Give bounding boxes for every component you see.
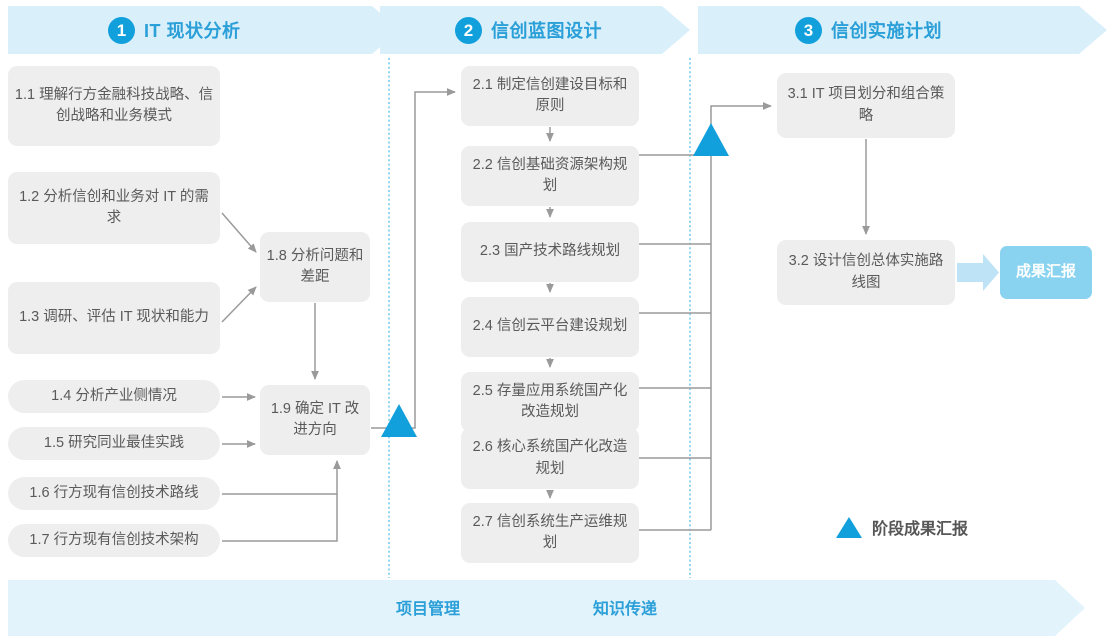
node-1-7[interactable]: 1.7 行方现有信创技术架构 bbox=[8, 524, 220, 557]
node-1-1[interactable]: 1.1 理解行方金融科技战略、信创战略和业务模式 bbox=[8, 66, 220, 146]
node-1-8[interactable]: 1.8 分析问题和差距 bbox=[260, 232, 370, 302]
result-arrow-icon bbox=[957, 254, 999, 291]
phase-band-2 bbox=[380, 6, 690, 54]
node-2-4[interactable]: 2.4 信创云平台建设规划 bbox=[461, 297, 639, 357]
node-1-2[interactable]: 1.2 分析信创和业务对 IT 的需求 bbox=[8, 172, 220, 244]
node-2-6[interactable]: 2.6 核心系统国产化改造规划 bbox=[461, 428, 639, 489]
phase-band-group bbox=[8, 6, 1107, 54]
connector-1-6-to-1-9 bbox=[222, 460, 341, 495]
node-1-5[interactable]: 1.5 研究同业最佳实践 bbox=[8, 427, 220, 460]
node-2-3[interactable]: 2.3 国产技术路线规划 bbox=[461, 222, 639, 282]
connector-group-phase1-to-2 bbox=[371, 88, 456, 429]
connector-1-9-to-2-1 bbox=[371, 88, 456, 429]
milestone-marker-phase1 bbox=[381, 404, 417, 437]
node-3-2[interactable]: 3.2 设计信创总体实施路线图 bbox=[777, 240, 955, 305]
node-3-1[interactable]: 3.1 IT 项目划分和组合策略 bbox=[777, 73, 955, 138]
footer-label-knowledge-transfer: 知识传递 bbox=[593, 601, 658, 618]
footer-band bbox=[8, 580, 1085, 636]
milestone-marker-phase2 bbox=[693, 123, 729, 156]
node-1-9[interactable]: 1.9 确定 IT 改进方向 bbox=[260, 385, 370, 455]
node-1-4[interactable]: 1.4 分析产业侧情况 bbox=[8, 380, 220, 413]
milestone-triangle-group bbox=[381, 123, 729, 437]
footer-label-project-management: 项目管理 bbox=[396, 601, 461, 618]
connector-group-phase1 bbox=[221, 212, 341, 542]
connector-1-7-to-1-9 bbox=[222, 494, 338, 542]
node-2-2[interactable]: 2.2 信创基础资源架构规划 bbox=[461, 146, 639, 206]
triangle-up-icon bbox=[836, 516, 862, 538]
phase-band-1 bbox=[8, 6, 400, 54]
phase-divider-group bbox=[388, 58, 691, 578]
connector-bus-to-3-1 bbox=[710, 102, 772, 120]
phase-band-3 bbox=[698, 6, 1107, 54]
node-2-5[interactable]: 2.5 存量应用系统国产化改造规划 bbox=[461, 372, 639, 432]
node-2-7[interactable]: 2.7 信创系统生产运维规划 bbox=[461, 503, 639, 563]
node-1-6[interactable]: 1.6 行方现有信创技术路线 bbox=[8, 477, 220, 510]
connector-group-phase2-bus bbox=[639, 102, 772, 531]
legend-milestone: 阶段成果汇报 bbox=[836, 515, 968, 539]
connector-1-3-to-1-8 bbox=[221, 286, 257, 323]
node-1-3[interactable]: 1.3 调研、评估 IT 现状和能力 bbox=[8, 282, 220, 354]
result-badge[interactable]: 成果汇报 bbox=[1000, 246, 1092, 299]
node-2-1[interactable]: 2.1 制定信创建设目标和原则 bbox=[461, 66, 639, 126]
legend-milestone-label: 阶段成果汇报 bbox=[872, 521, 969, 538]
connector-1-2-to-1-8 bbox=[221, 212, 257, 253]
